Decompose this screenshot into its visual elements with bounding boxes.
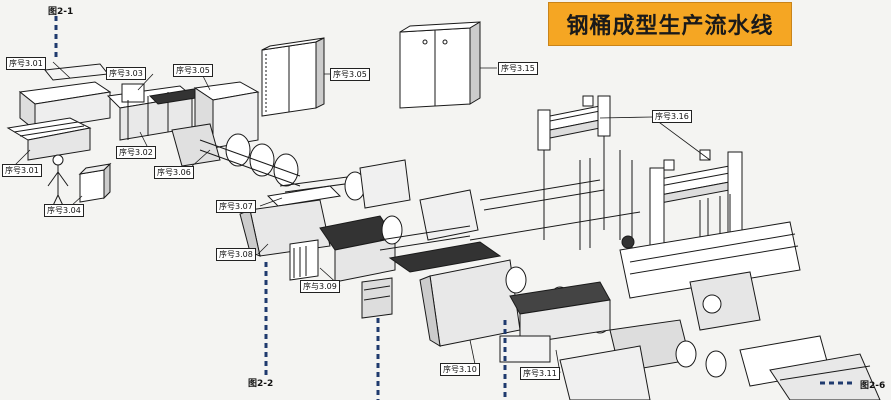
label-3-15: 序号3.15 [498, 62, 538, 75]
label-3-07: 序号3.07 [216, 200, 256, 213]
label-3-01-top: 序号3.01 [6, 57, 46, 70]
cabinet-3-15 [399, 21, 481, 109]
station-3-01 [6, 63, 112, 161]
label-3-05-right: 序号3.05 [330, 68, 370, 81]
gantry-3-16 [537, 95, 743, 282]
station-3-06 [171, 123, 301, 187]
figure-guides [54, 16, 856, 400]
label-3-11: 序号3.11 [520, 367, 560, 380]
title-banner: 钢桶成型生产流水线 [548, 2, 792, 46]
label-3-01-bottom: 序号3.01 [2, 164, 42, 177]
station-3-02-3-03 [106, 83, 210, 141]
label-3-08: 序号3.08 [216, 248, 256, 261]
label-3-10: 序号3.10 [440, 363, 480, 376]
operator-station [47, 154, 112, 213]
leader-lines [14, 61, 711, 374]
label-3-06: 序号3.06 [154, 166, 194, 179]
label-3-09: 序与3.09 [300, 280, 340, 293]
station-3-09 [289, 189, 479, 319]
figure-label-2-2: 图2-2 [248, 379, 274, 389]
figure-label-2-1: 图2-1 [48, 7, 74, 17]
station-lower-right [559, 221, 881, 400]
label-3-02: 序号3.02 [116, 146, 156, 159]
station-3-05 [193, 37, 325, 149]
label-3-05-left: 序号3.05 [173, 64, 213, 77]
page-title: 钢桶成型生产流水线 [566, 14, 774, 39]
label-3-16: 序号3.16 [652, 110, 692, 123]
figure-label-2-6: 图2-6 [860, 381, 886, 391]
label-3-04: 序号3.04 [44, 204, 84, 217]
label-3-03: 序号3.03 [106, 67, 146, 80]
